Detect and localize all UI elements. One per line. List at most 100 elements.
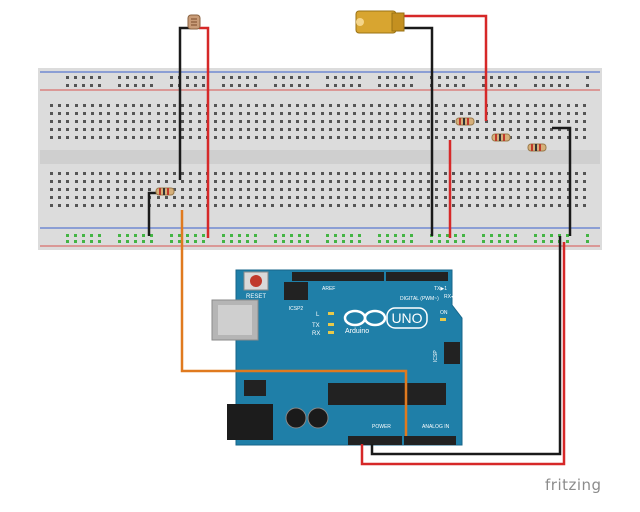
breadboard-hole [189,104,192,107]
breadboard-hole [542,112,545,115]
breadboard-hole [173,188,176,191]
breadboard-hole [534,104,537,107]
breadboard-hole [198,120,201,123]
breadboard-hole [575,128,578,131]
breadboard-hole [501,188,504,191]
breadboard-hole [567,104,570,107]
breadboard-hole [189,180,192,183]
breadboard-hole [198,104,201,107]
digital-label: DIGITAL (PWM~) [400,296,439,302]
breadboard-hole [222,204,225,207]
reset-button-cap[interactable] [250,275,262,287]
breadboard-hole [74,240,77,243]
breadboard-hole [526,120,529,123]
breadboard-hole [419,196,422,199]
breadboard-hole [107,104,110,107]
breadboard-hole [124,128,127,131]
breadboard-hole [91,204,94,207]
breadboard-hole [189,120,192,123]
breadboard-hole [493,188,496,191]
breadboard-hole [298,84,301,87]
breadboard-hole [476,188,479,191]
breadboard-hole [493,196,496,199]
breadboard-hole [263,196,266,199]
wire-laser-black [404,26,434,236]
breadboard-hole [526,128,529,131]
analog-header [404,436,456,445]
breadboard-hole [312,172,315,175]
breadboard-hole [534,188,537,191]
breadboard-hole [345,180,348,183]
breadboard-hole [476,180,479,183]
breadboard-hole [517,188,520,191]
breadboard-hole [575,112,578,115]
breadboard-hole [411,172,414,175]
breadboard-hole [66,128,69,131]
breadboard-hole [148,180,151,183]
breadboard-hole [66,196,69,199]
breadboard-hole [482,240,485,243]
breadboard-hole [550,196,553,199]
wire-gnd-black [370,236,562,456]
breadboard-hole [165,180,168,183]
breadboard-hole [321,136,324,139]
breadboard-hole [142,234,145,237]
breadboard-hole [157,128,160,131]
breadboard-hole [566,240,569,243]
breadboard-hole [274,76,277,79]
breadboard-hole [189,136,192,139]
breadboard-hole [386,112,389,115]
breadboard-hole [298,240,301,243]
breadboard-hole [50,204,53,207]
breadboard-hole [427,112,430,115]
tx1-label: TX▶1 [434,286,447,292]
breadboard-hole [476,204,479,207]
breadboard-hole [126,234,129,237]
breadboard-hole [452,128,455,131]
breadboard-hole [378,84,381,87]
breadboard-hole [386,120,389,123]
breadboard-hole [124,172,127,175]
breadboard-hole [247,136,250,139]
breadboard-hole [230,120,233,123]
breadboard-hole [202,240,205,243]
breadboard-hole [468,104,471,107]
breadboard-hole [194,240,197,243]
breadboard-hole [118,234,121,237]
breadboard-hole [485,172,488,175]
breadboard-hole [403,196,406,199]
breadboard-hole [501,128,504,131]
breadboard-hole [50,104,53,107]
breadboard [38,68,602,250]
breadboard-hole [118,76,121,79]
breadboard-hole [50,188,53,191]
breadboard-hole [83,196,86,199]
breadboard-hole [493,204,496,207]
breadboard-hole [358,234,361,237]
breadboard-hole [353,136,356,139]
breadboard-hole [170,84,173,87]
breadboard-hole [326,84,329,87]
uno-badge [386,307,428,329]
breadboard-hole [485,120,488,123]
breadboard-hole [194,84,197,87]
breadboard-hole [534,120,537,123]
breadboard-hole [312,112,315,115]
breadboard-hole [444,180,447,183]
breadboard-hole [66,172,69,175]
breadboard-hole [462,76,465,79]
breadboard-hole [312,204,315,207]
breadboard-hole [370,112,373,115]
breadboard-hole [165,104,168,107]
breadboard-hole [444,120,447,123]
breadboard-hole [394,234,397,237]
breadboard-hole [526,104,529,107]
breadboard-hole [280,136,283,139]
breadboard-hole [132,128,135,131]
breadboard-hole [542,120,545,123]
breadboard-hole [214,188,217,191]
breadboard-hole [288,196,291,199]
breadboard-hole [214,172,217,175]
breadboard-hole [222,120,225,123]
